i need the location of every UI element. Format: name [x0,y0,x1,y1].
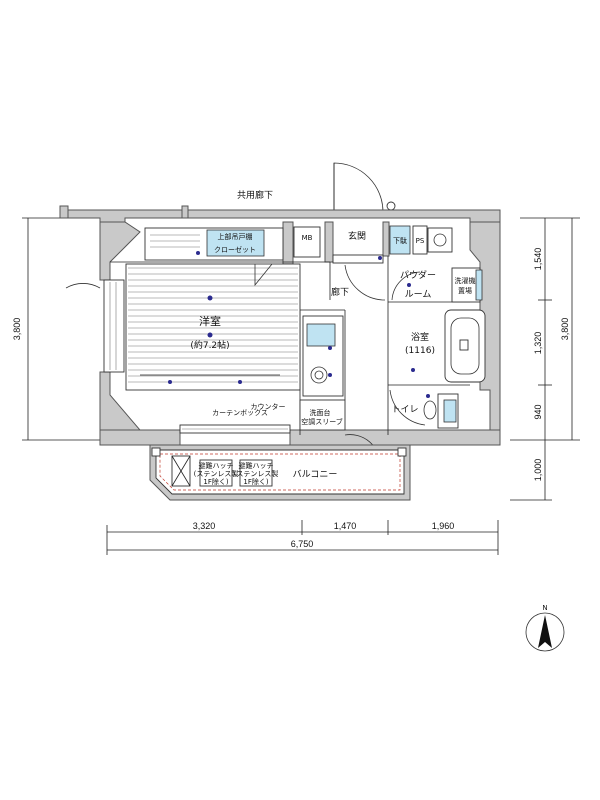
counter-label: カウンター [251,402,286,411]
bathroom: 浴室 (1116) [405,309,486,383]
closet-label: クローゼット [214,245,256,254]
shoebox-label: 下駄 [393,236,407,245]
dimension-bottom: 3,320 1,470 1,960 6,750 [106,520,499,555]
meter-symbol [386,201,396,211]
powder-label: パウダー [400,269,436,281]
hatch-1-label-c: 1F除く) [203,477,228,486]
dim-bottom-b: 1,470 [334,521,357,531]
north-arrow: N [525,604,565,652]
closet-door-swing [254,263,273,287]
dim-bottom-a: 3,320 [193,521,216,531]
dim-bottom-total: 6,750 [291,539,314,549]
dimension-right: 1,540 1,320 940 3,800 1,000 [510,217,580,501]
western-room: 洋室 (約7.2帖) カーテンボックス カウンター [125,263,301,417]
washer-space [451,267,481,303]
ps-box [412,225,428,255]
room-label: ルーム [405,289,432,300]
hallway-door-swing [344,264,386,301]
bath-size: (1116) [405,346,435,356]
dim-left-height: 3,800 [12,318,22,341]
ps-label: PS [416,237,425,245]
hatch-1-label: 避難ハッチ [199,461,234,470]
balcony: バルコニー 避難ハッチ (ステンレス製 1F除く) 避難ハッチ (ステンレス製 … [149,444,411,501]
closet-symbol [196,251,200,255]
sink-label: 洗面台 [310,408,331,417]
toilet-label: トイレ [391,405,418,415]
powder-sink [427,227,453,253]
hatch-2-label-c: 1F除く) [243,477,268,486]
curtain-label: カーテンボックス [212,409,268,417]
powder-door-swing [391,271,421,301]
hallway-label: 廊下 [331,286,349,298]
western-room-label: 洋室 [199,314,221,328]
hatch-1-label-b: (ステンレス製 [194,469,239,478]
dim-right-total: 3,800 [560,318,570,341]
washer-label: 洗濯機 [455,276,476,285]
bath-label: 浴室 [411,331,429,343]
kitchen [302,315,344,397]
dim-right-mid: 1,320 [533,332,543,355]
hatch-2-box [239,459,273,487]
dim-bottom-c: 1,960 [432,521,455,531]
closet-top-label: 上部吊戸棚 [218,232,253,241]
entrance-door-swing [333,162,384,213]
dim-balcony-depth: 1,000 [533,459,543,482]
washer-label-2: 置場 [458,286,472,295]
western-room-size: (約7.2帖) [190,339,229,351]
entrance-label: 玄関 [348,230,366,242]
drain-right [397,447,407,457]
toilet: トイレ [389,389,459,429]
dimension-left: 3,800 [12,217,100,441]
ac-sleeve-label: 空調スリーブ [301,417,343,426]
closet: 上部吊戸棚 クローゼット [144,227,284,261]
counter [299,399,346,431]
bottom-window [179,424,291,434]
dim-right-bot: 940 [533,404,543,419]
entrance-floor [332,254,384,264]
hatch-2-label-b: (ステンレス製 [234,469,279,478]
shoebox [389,225,411,255]
drain-left [151,447,161,457]
hatch-2-label: 避難ハッチ [239,461,274,470]
mb-label: MB [302,234,313,242]
dim-right-top: 1,540 [533,248,543,271]
mb-box [293,226,321,258]
hatch-1-box [199,459,233,487]
corridor-label: 共用廊下 [237,189,273,201]
balcony-label: バルコニー [293,469,338,480]
north-label: N [542,604,547,612]
